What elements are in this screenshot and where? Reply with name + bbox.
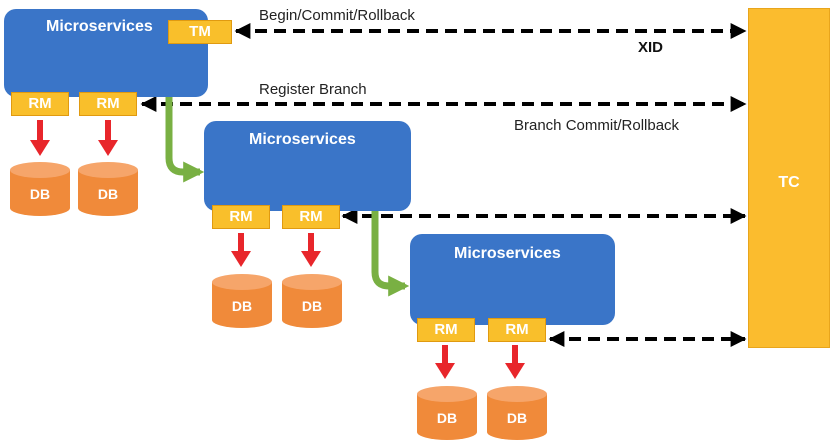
database-icon: DB: [487, 386, 547, 440]
branch-commit-label: Branch Commit/Rollback: [514, 117, 680, 134]
rm-db-arrow: [98, 120, 118, 156]
database-icon: DB: [417, 386, 477, 440]
rm-tag: RM: [212, 205, 270, 229]
database-icon: DB: [10, 162, 70, 216]
rm-db-arrow: [301, 233, 321, 267]
register-branch-label: Register Branch: [259, 81, 367, 98]
db-label: DB: [302, 298, 322, 314]
db-label: DB: [98, 186, 118, 202]
flow-arrow-1: [165, 92, 205, 183]
rm-db-arrow: [30, 120, 50, 156]
rm-tag: RM: [417, 318, 475, 342]
tc-label: TC: [778, 174, 800, 191]
rm-tag: RM: [11, 92, 69, 116]
db-label: DB: [232, 298, 252, 314]
begin-commit-label: Begin/Commit/Rollback: [259, 7, 415, 24]
tc-box: TC: [748, 8, 830, 348]
rm-tag: RM: [488, 318, 546, 342]
rm-db-arrow: [505, 345, 525, 379]
rm-tag: RM: [282, 205, 340, 229]
db-label: DB: [437, 410, 457, 426]
microservice-box-2: [204, 121, 411, 211]
microservice-title-2: Microservices: [249, 131, 356, 148]
microservice-title-3: Microservices: [454, 245, 561, 262]
rm-tag: RM: [79, 92, 137, 116]
microservice-box-3: [410, 234, 615, 325]
db-label: DB: [30, 186, 50, 202]
tm-tag: TM: [168, 20, 232, 44]
flow-arrow-2: [371, 208, 410, 297]
xid-label: XID: [638, 39, 664, 56]
database-icon: DB: [282, 274, 342, 328]
database-icon: DB: [212, 274, 272, 328]
db-label: DB: [507, 410, 527, 426]
database-icon: DB: [78, 162, 138, 216]
rm-db-arrow: [435, 345, 455, 379]
microservice-title-1: Microservices: [46, 18, 153, 35]
rm-db-arrow: [231, 233, 251, 267]
